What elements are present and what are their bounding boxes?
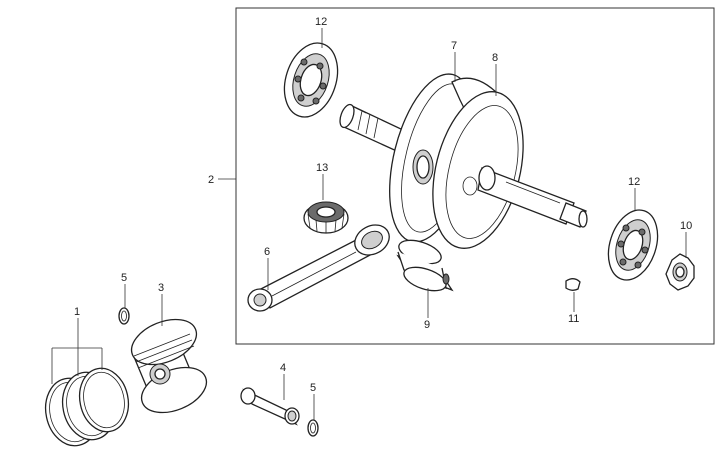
callout-5-right: 5: [310, 382, 316, 394]
needle-bearing[interactable]: [303, 201, 349, 234]
crankshaft-group-box: [235, 7, 715, 345]
callout-13: 13: [316, 162, 328, 174]
callout-8: 8: [492, 52, 498, 64]
crank-pin[interactable]: [396, 236, 454, 296]
connecting-rod[interactable]: [247, 219, 394, 312]
crank-web-right[interactable]: [418, 77, 538, 258]
callout-6: 6: [264, 246, 270, 258]
callout-11: 11: [568, 313, 579, 325]
callout-10: 10: [680, 220, 692, 232]
crankshaft-right-shaft[interactable]: [477, 165, 588, 228]
callout-4: 4: [280, 362, 286, 374]
leader-lines: [51, 28, 687, 420]
circlip-left[interactable]: [118, 307, 130, 325]
callout-1: 1: [74, 306, 80, 318]
callout-2: 2: [208, 174, 214, 186]
piston-pin[interactable]: [240, 387, 300, 426]
circlip-right[interactable]: [307, 419, 319, 437]
piston[interactable]: [125, 311, 213, 422]
callout-9: 9: [424, 319, 430, 331]
callout-7: 7: [451, 40, 457, 52]
callout-3: 3: [158, 282, 164, 294]
lock-nut[interactable]: [665, 253, 695, 291]
callout-12-top: 12: [315, 16, 327, 28]
callout-12-lower: 12: [628, 176, 640, 188]
bearing-upper[interactable]: [275, 36, 346, 124]
piston-rings[interactable]: [39, 364, 134, 451]
bearing-lower[interactable]: [600, 204, 666, 287]
woodruff-key[interactable]: [565, 278, 581, 291]
callout-5-left: 5: [121, 272, 127, 284]
